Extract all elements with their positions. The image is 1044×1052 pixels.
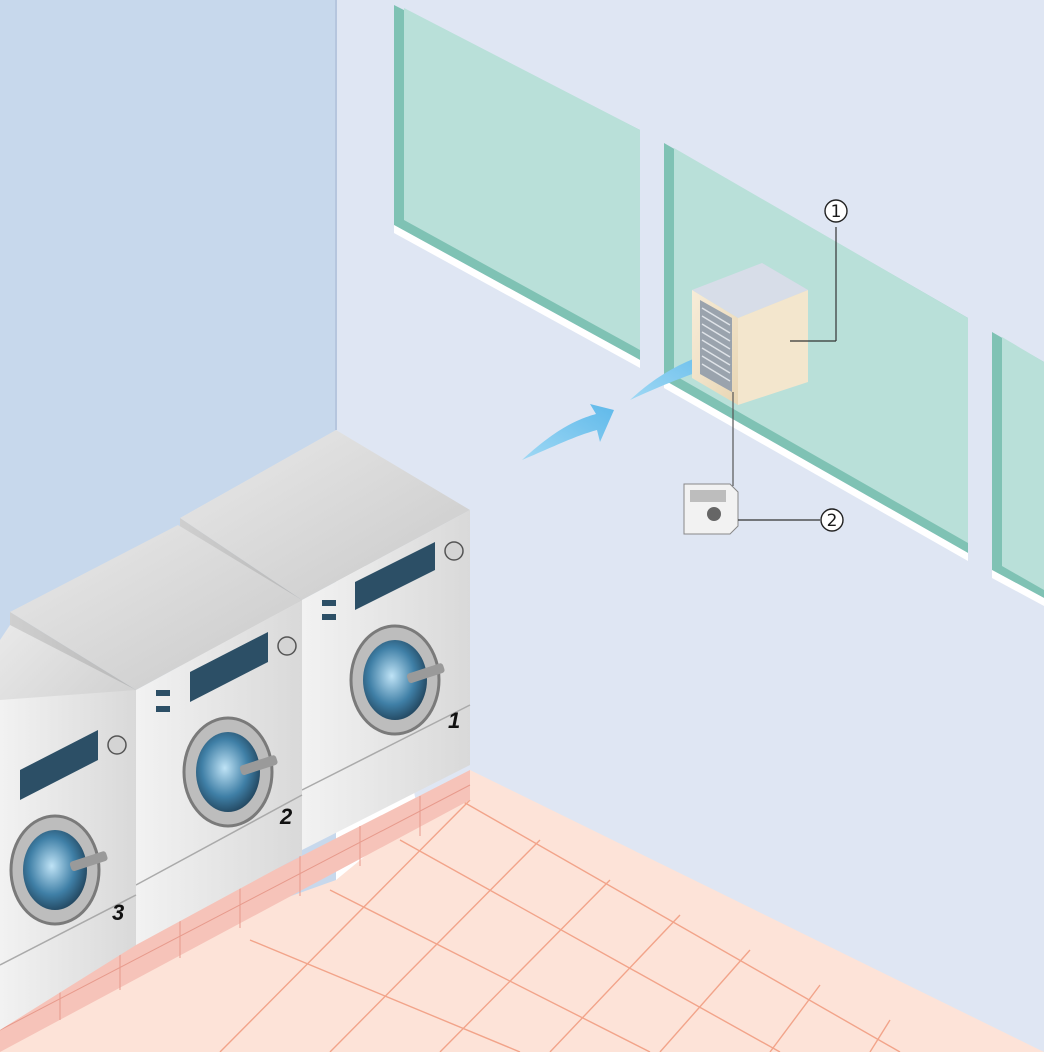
machine-number-1: 1 [448, 708, 460, 733]
window-right [992, 332, 1044, 606]
machine-number-2: 2 [279, 804, 293, 829]
callout-2-label: 2 [827, 511, 838, 531]
machine-number-3: 3 [112, 900, 124, 925]
callout-1-label: 1 [831, 202, 842, 222]
exhaust-fan-icon [692, 263, 808, 405]
fan-controller-icon [684, 484, 738, 534]
